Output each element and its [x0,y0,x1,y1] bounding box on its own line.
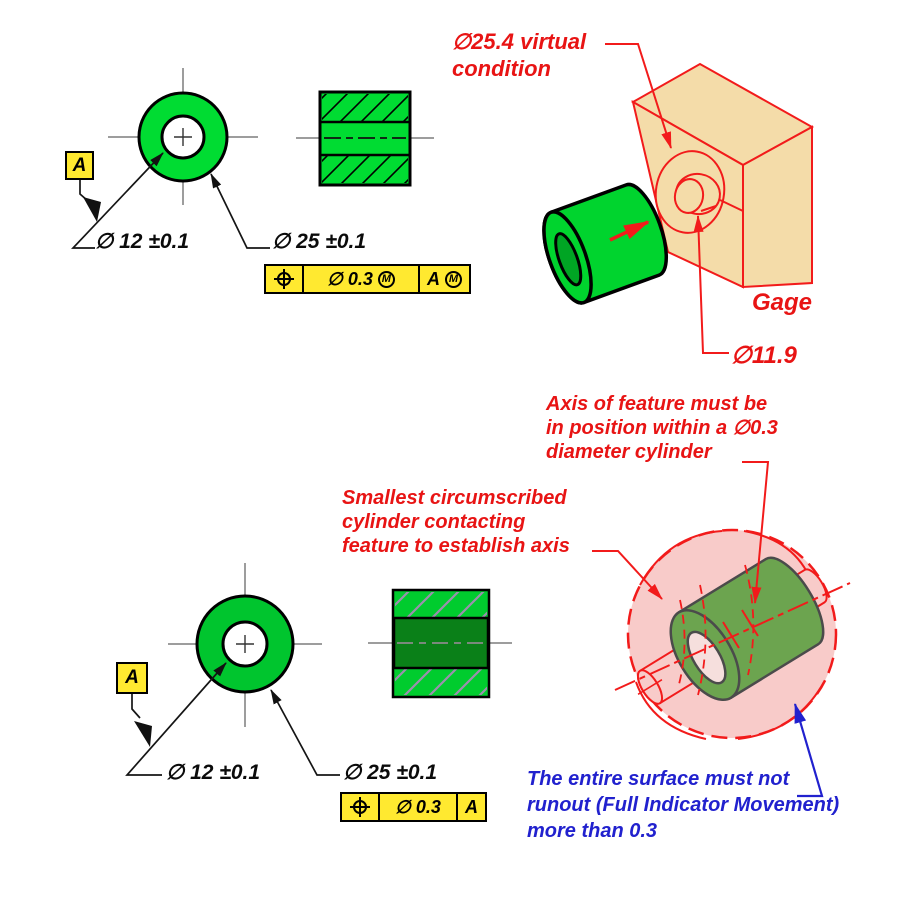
datum-reference: A [427,268,440,289]
tolerance-cell: ∅ 0.3 [378,794,456,820]
datum-flag-bottom: A [116,662,148,694]
gage-block [630,62,815,289]
gage-leaders [605,43,729,354]
axis-markings [614,564,851,696]
runout-note: The entire surface must not runout (Full… [527,766,839,844]
datum-reference-cell: A M [418,266,469,292]
part-ring-3d [542,182,669,305]
note-line: Smallest circumscribed [342,487,567,509]
feature-control-frame-mmc: ∅ 0.3 M A M [264,264,471,294]
mmc-modifier-icon: M [377,270,395,288]
virtual-condition-note: ∅25.4 virtual condition [452,28,586,82]
hole-dimension-top: ∅ 12 ±0.1 [95,230,190,253]
pin-diameter-label: ∅11.9 [731,342,797,369]
note-line: feature to establish axis [342,535,570,557]
leaders-bottom [125,662,340,776]
position-symbol-icon [350,797,370,817]
note-line: condition [452,56,551,81]
tolerance-value: 0.3 [347,268,373,289]
note-line: The entire surface must not [527,768,790,790]
position-symbol-cell [342,794,378,820]
runout-leaders [592,461,770,604]
leaders-top [71,152,270,249]
axis-position-note: Axis of feature must be in position with… [546,392,778,464]
note-line: more than 0.3 [527,820,658,842]
runout-arrow [793,703,824,798]
mmc-modifier-icon: M [445,270,462,288]
gage-label: Gage [752,289,813,316]
front-view-top [108,68,258,205]
zone-lobes [635,530,825,740]
tolerance-value: 0.3 [415,796,441,817]
position-symbol-icon [274,269,294,289]
note-line: in position within a ∅0.3 [546,417,778,439]
datum-letter: A [125,667,139,688]
note-line: ∅25.4 virtual [452,29,587,54]
note-line: diameter cylinder [546,441,712,463]
note-line: runout (Full Indicator Movement) [527,794,840,816]
od-dimension-bottom: ∅ 25 ±0.1 [343,761,438,784]
side-view-top [296,90,434,187]
circumscribed-cylinder-note: Smallest circumscribed cylinder contacti… [342,486,570,558]
diameter-symbol: ∅ [327,268,343,289]
od-dimension-top: ∅ 25 ±0.1 [272,230,367,253]
note-line: cylinder contacting [342,511,526,533]
note-line: Axis of feature must be [546,393,768,415]
datum-reference: A [465,796,478,817]
hole-dimension-bottom: ∅ 12 ±0.1 [166,761,261,784]
side-view-bottom [368,588,512,699]
runout-scene [592,461,851,798]
datum-letter: A [72,154,87,176]
datum-flag-top: A [65,151,94,180]
diameter-symbol: ∅ [395,796,411,817]
position-symbol-cell [266,266,302,292]
gage-scene [542,43,815,354]
feature-control-frame-rfs: ∅ 0.3 A [340,792,487,822]
datum-reference-cell: A [456,794,485,820]
tolerance-cell: ∅ 0.3 M [302,266,418,292]
part-cylinder-3d [669,556,825,701]
